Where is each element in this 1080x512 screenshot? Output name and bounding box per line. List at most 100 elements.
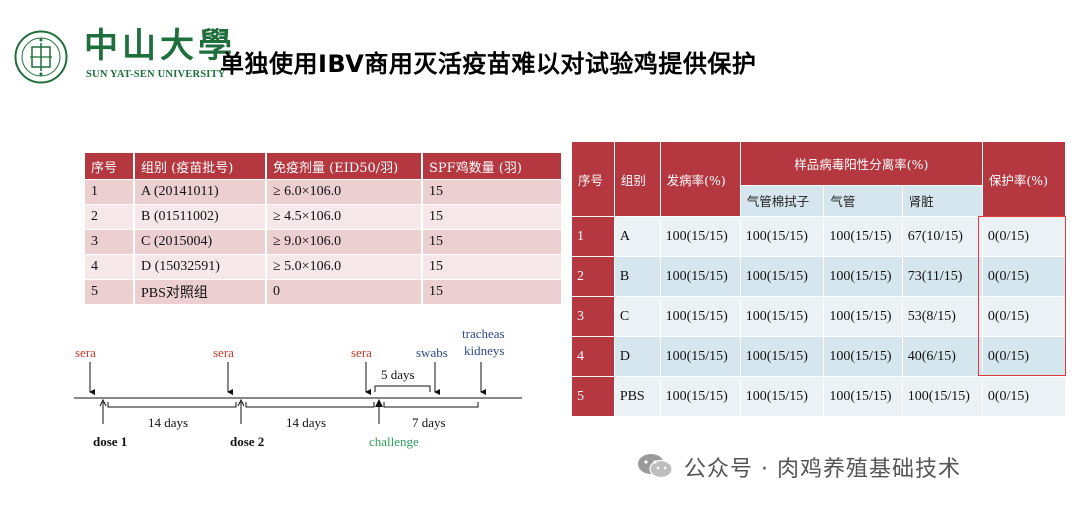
cell-count: 15 xyxy=(422,179,563,205)
cell-kidney: 100(15/15) xyxy=(901,376,983,417)
label-swabs: swabs xyxy=(416,345,448,360)
header: 中山大學 SUN YAT-SEN UNIVERSITY 单独使用IBV商用灭活疫… xyxy=(0,0,1080,120)
cell-group: A (20141011) xyxy=(134,179,267,205)
cell-group: PBS对照组 xyxy=(134,279,267,304)
cell-dose: ≥ 4.5×106.0 xyxy=(266,204,423,230)
cell-protection: 0(0/15) xyxy=(981,256,1067,297)
table-row: 4 D (15032591) ≥ 5.0×106.0 15 xyxy=(85,254,563,280)
cell-swab: 100(15/15) xyxy=(739,376,825,417)
col-isolation: 样品病毒阳性分离率(%) xyxy=(739,141,983,186)
cell-index: 2 xyxy=(85,204,135,230)
cell-swab: 100(15/15) xyxy=(739,216,825,257)
cell-protection: 0(0/15) xyxy=(981,336,1067,377)
label-14-days-2: 14 days xyxy=(286,415,326,430)
table-row: 3 C 100(15/15) 100(15/15) 100(15/15) 53(… xyxy=(571,296,1067,337)
cell-index: 4 xyxy=(85,254,135,280)
university-name-cn: 中山大學 xyxy=(84,26,236,66)
label-7-days: 7 days xyxy=(412,415,446,430)
cell-kidney: 40(6/15) xyxy=(901,336,983,377)
slide-title: 单独使用IBV商用灭活疫苗难以对试验鸡提供保护 xyxy=(220,50,757,78)
cell-index: 5 xyxy=(571,376,615,417)
table-row: 2 B 100(15/15) 100(15/15) 100(15/15) 73(… xyxy=(571,256,1067,297)
cell-index: 1 xyxy=(571,216,615,257)
vaccine-table: 序号 组别 (疫苗批号) 免疫剂量 (EID50/羽) SPF鸡数量 (羽) 1… xyxy=(85,153,563,304)
table-row: 3 C (2015004) ≥ 9.0×106.0 15 xyxy=(85,229,563,255)
col-dose: 免疫剂量 (EID50/羽) xyxy=(266,153,423,180)
label-dose-2: dose 2 xyxy=(230,434,264,449)
challenge-arrow-head xyxy=(375,399,383,407)
label-kidneys: kidneys xyxy=(464,343,504,358)
cell-kidney: 73(11/15) xyxy=(901,256,983,297)
bracket-7 xyxy=(383,402,479,408)
col-protection: 保护率(%) xyxy=(981,141,1067,217)
cell-morbidity: 100(15/15) xyxy=(659,336,741,377)
bracket-14-1 xyxy=(107,402,237,408)
university-name-en: SUN YAT-SEN UNIVERSITY xyxy=(86,69,226,80)
label-tracheas: tracheas xyxy=(462,326,505,341)
cell-swab: 100(15/15) xyxy=(739,296,825,337)
cell-count: 15 xyxy=(422,204,563,230)
label-sera-3: sera xyxy=(351,345,372,360)
cell-morbidity: 100(15/15) xyxy=(659,256,741,297)
cell-group: B (01511002) xyxy=(134,204,267,230)
cell-protection: 0(0/15) xyxy=(981,216,1067,257)
bracket-5 xyxy=(374,385,431,392)
cell-protection: 0(0/15) xyxy=(981,376,1067,417)
results-table: 序号 组别 发病率(%) 样品病毒阳性分离率(%) 保护率(%) 气管棉拭子 气… xyxy=(571,141,1067,417)
cell-dose: ≥ 9.0×106.0 xyxy=(266,229,423,255)
wechat-icon xyxy=(638,454,673,479)
cell-group: D xyxy=(613,336,661,377)
cell-group: PBS xyxy=(613,376,661,417)
cell-dose: 0 xyxy=(266,279,423,304)
col-group: 组别 xyxy=(613,141,661,217)
cell-swab: 100(15/15) xyxy=(739,256,825,297)
label-sera-1: sera xyxy=(75,345,96,360)
dose-arrow-1 xyxy=(99,398,107,424)
label-sera-2: sera xyxy=(213,345,234,360)
cell-trachea: 100(15/15) xyxy=(823,376,903,417)
watermark-text: 公众号 · 肉鸡养殖基础技术 xyxy=(684,457,961,482)
cell-morbidity: 100(15/15) xyxy=(659,216,741,257)
immunization-timeline: sera sera sera swabs tracheas kidneys 5 … xyxy=(74,326,522,449)
col-morbidity: 发病率(%) xyxy=(659,141,741,217)
table-row: 1 A (20141011) ≥ 6.0×106.0 15 xyxy=(85,179,563,205)
bracket-14-2 xyxy=(245,402,375,408)
vaccine-table-header: 序号 组别 (疫苗批号) 免疫剂量 (EID50/羽) SPF鸡数量 (羽) xyxy=(85,153,563,180)
cell-index: 4 xyxy=(571,336,615,377)
cell-group: C xyxy=(613,296,661,337)
cell-group: A xyxy=(613,216,661,257)
table-row: 5 PBS 100(15/15) 100(15/15) 100(15/15) 1… xyxy=(571,376,1067,417)
label-dose-1: dose 1 xyxy=(93,434,127,449)
dose-arrow-2 xyxy=(237,398,245,424)
cell-trachea: 100(15/15) xyxy=(823,296,903,337)
cell-dose: ≥ 6.0×106.0 xyxy=(266,179,423,205)
results-header-row-2: 气管棉拭子 气管 肾脏 xyxy=(572,184,1066,218)
protection-highlight-box xyxy=(978,216,1066,376)
cell-index: 1 xyxy=(85,179,135,205)
table-row: 1 A 100(15/15) 100(15/15) 100(15/15) 67(… xyxy=(571,216,1067,257)
col-index: 序号 xyxy=(571,141,615,217)
university-seal-icon xyxy=(14,30,68,84)
cell-index: 2 xyxy=(571,256,615,297)
cell-kidney: 67(10/15) xyxy=(901,216,983,257)
cell-index: 3 xyxy=(571,296,615,337)
subcol-swab: 气管棉拭子 xyxy=(739,184,825,218)
cell-trachea: 100(15/15) xyxy=(823,336,903,377)
cell-morbidity: 100(15/15) xyxy=(659,296,741,337)
label-challenge: challenge xyxy=(369,434,419,449)
table-row: 4 D 100(15/15) 100(15/15) 100(15/15) 40(… xyxy=(571,336,1067,377)
cell-trachea: 100(15/15) xyxy=(823,216,903,257)
cell-trachea: 100(15/15) xyxy=(823,256,903,297)
cell-group: C (2015004) xyxy=(134,229,267,255)
label-14-days-1: 14 days xyxy=(148,415,188,430)
results-header-row-1: 序号 组别 发病率(%) 样品病毒阳性分离率(%) 保护率(%) xyxy=(571,141,1067,217)
col-index: 序号 xyxy=(85,153,135,180)
label-5-days: 5 days xyxy=(381,367,415,382)
cell-group: B xyxy=(613,256,661,297)
cell-count: 15 xyxy=(422,229,563,255)
cell-count: 15 xyxy=(422,279,563,304)
table-row: 2 B (01511002) ≥ 4.5×106.0 15 xyxy=(85,204,563,230)
cell-group: D (15032591) xyxy=(134,254,267,280)
subcol-trachea: 气管 xyxy=(823,184,903,218)
table-row: 5 PBS对照组 0 15 xyxy=(85,279,563,304)
